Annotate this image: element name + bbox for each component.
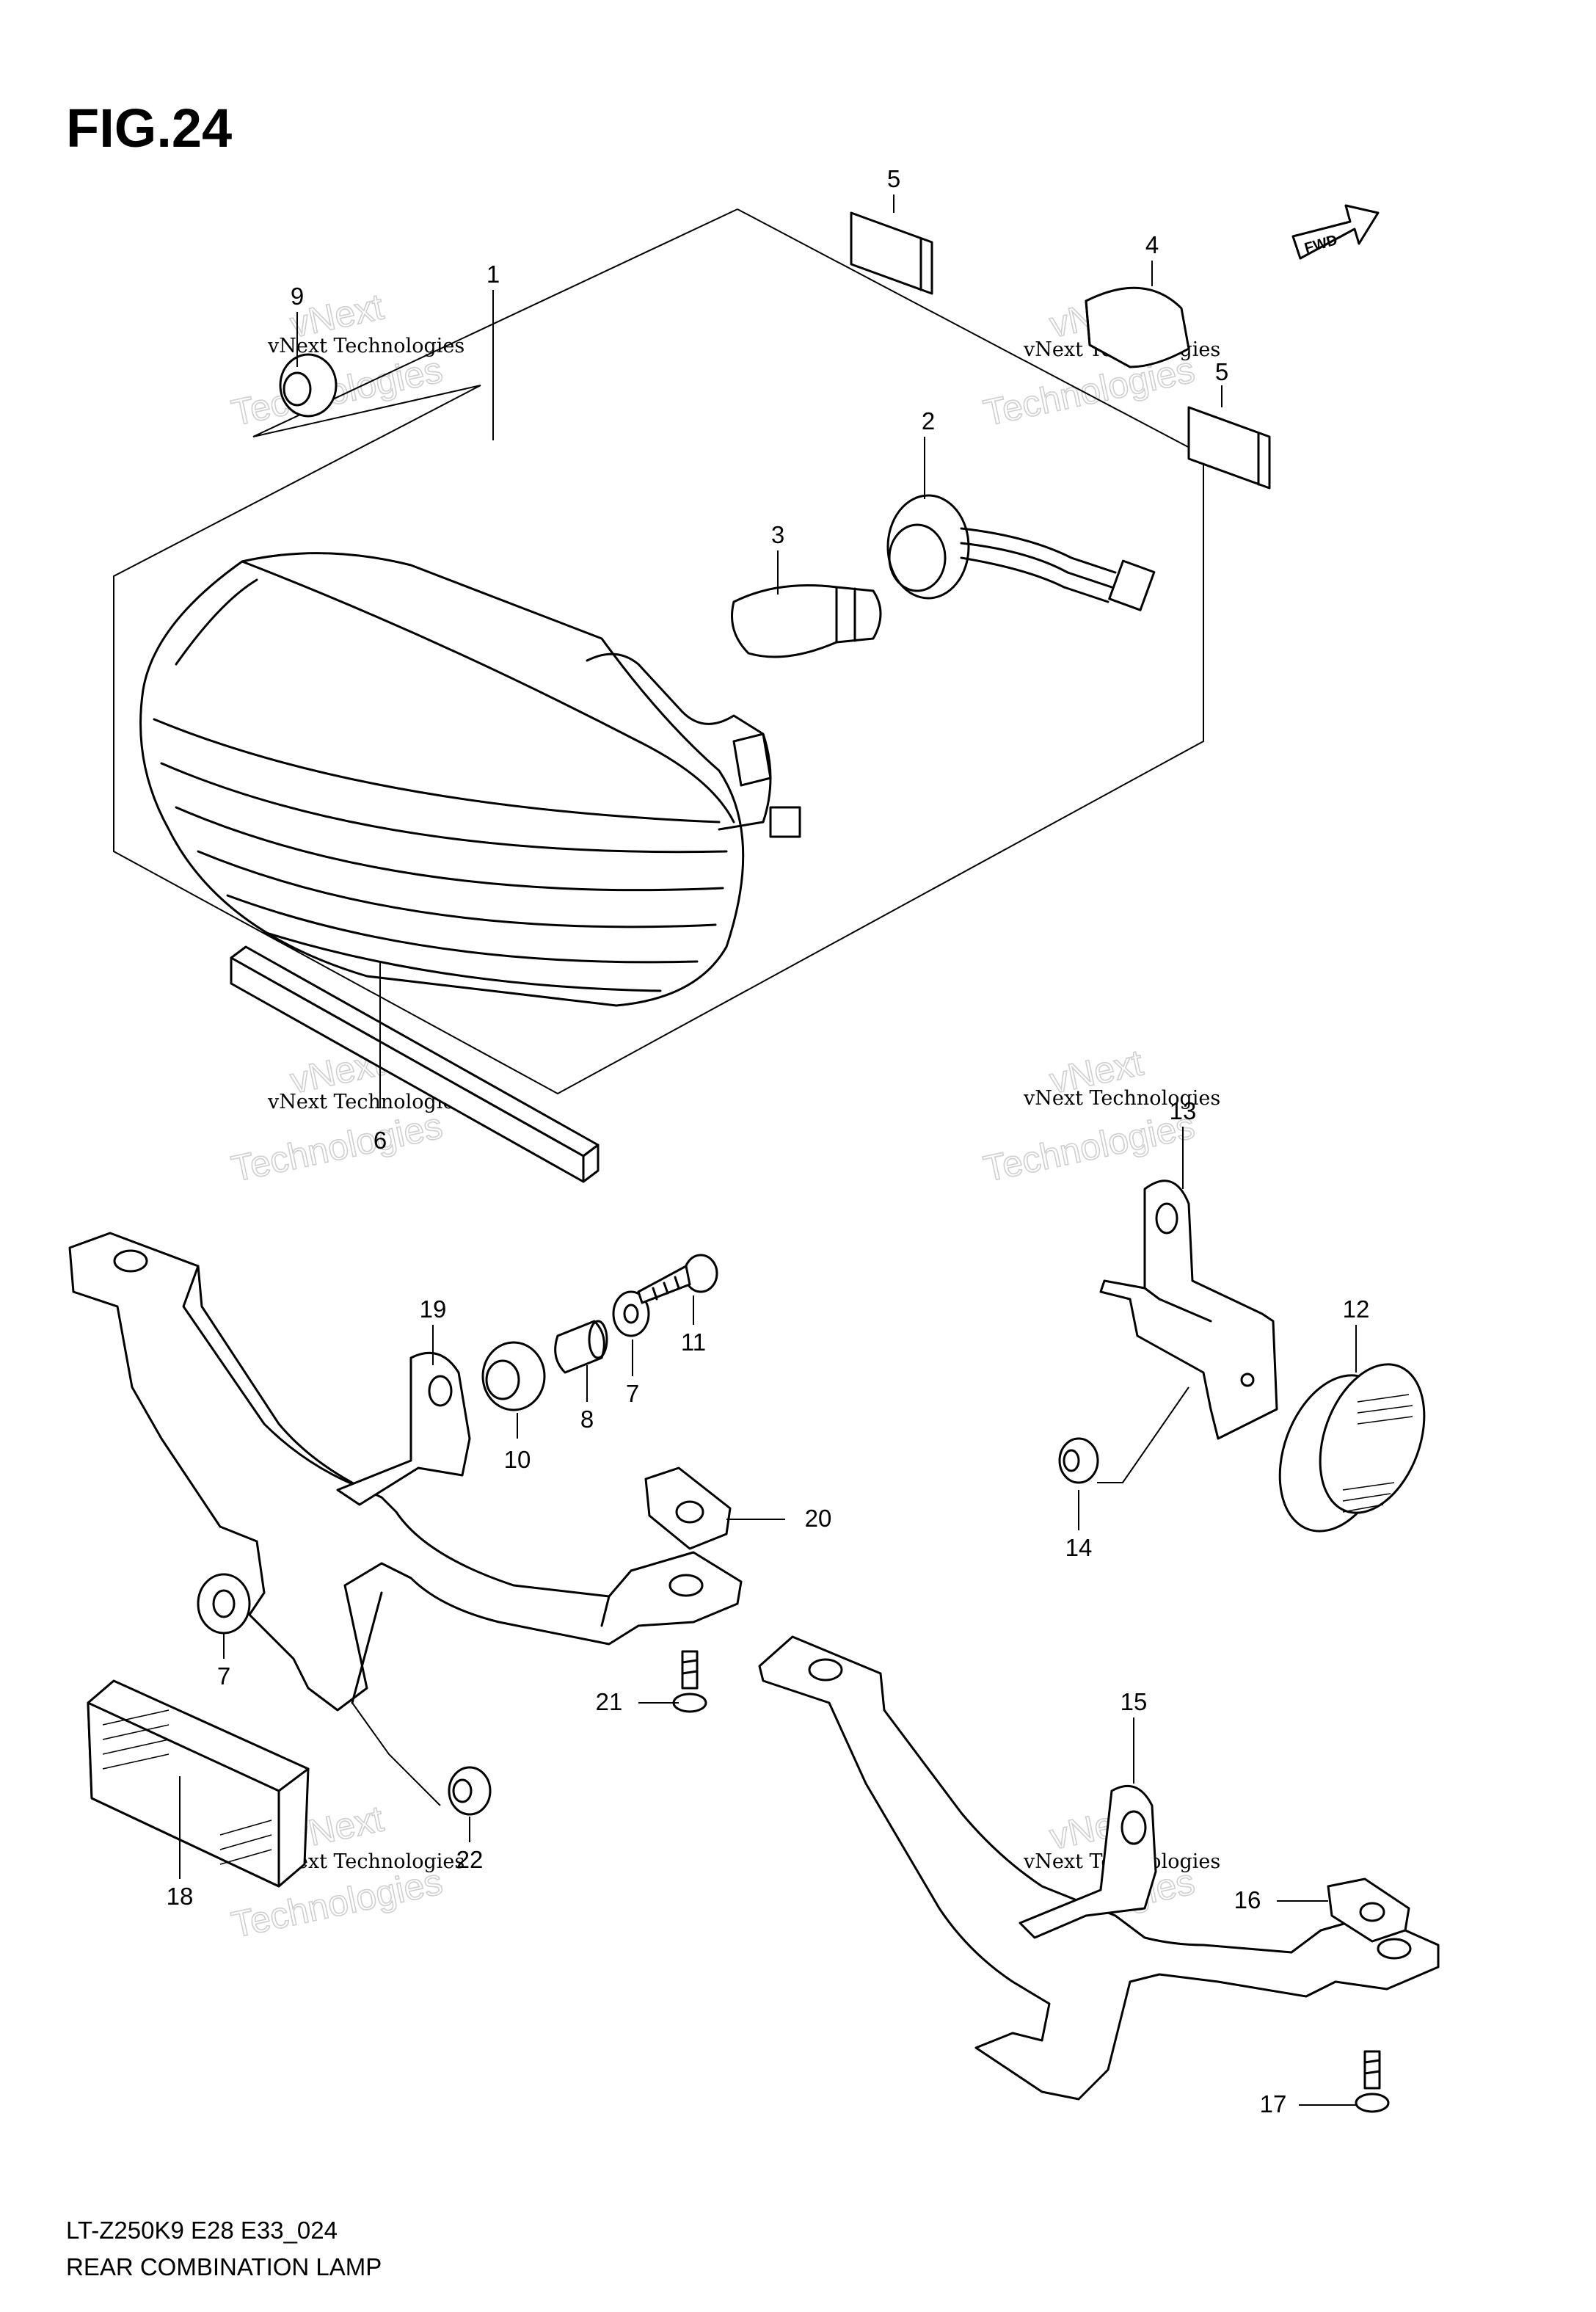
nut-22 — [448, 1766, 492, 1816]
callout-10: 10 — [504, 1446, 531, 1473]
callout-9: 9 — [291, 283, 304, 310]
callout-21: 21 — [596, 1688, 623, 1715]
callout-20: 20 — [805, 1505, 832, 1532]
bulb-socket — [886, 494, 1156, 611]
callout-labels: 1 2 3 4 5 5 6 7 7 8 9 10 11 12 13 14 15 … — [167, 165, 1370, 2117]
watermark-text: Technologies — [980, 1105, 1198, 1189]
callout-7-upper: 7 — [626, 1380, 639, 1407]
grommet-9 — [279, 353, 338, 418]
screw-17 — [1355, 2050, 1390, 2113]
washer-7-left — [197, 1573, 251, 1635]
callout-11: 11 — [681, 1328, 706, 1356]
pad-5-right — [1187, 406, 1271, 490]
screw-21 — [672, 1650, 707, 1713]
callout-13: 13 — [1170, 1097, 1197, 1124]
nut-14 — [1058, 1437, 1099, 1484]
callout-5-top: 5 — [887, 165, 900, 192]
callout-3: 3 — [771, 521, 784, 548]
watermark-text: vNext Technologies — [267, 335, 464, 357]
figure-title: FIG.24 — [66, 98, 232, 159]
fwd-arrow-icon: FWD — [1291, 204, 1380, 260]
callout-16: 16 — [1234, 1886, 1261, 1913]
callout-22: 22 — [456, 1846, 484, 1873]
watermark-text: vNext Technologies — [1023, 1087, 1220, 1110]
nut-clip-16 — [1327, 1877, 1410, 1943]
assembly-frame — [113, 208, 1204, 1095]
grommet-10 — [481, 1341, 546, 1411]
cushion-4 — [1085, 286, 1190, 368]
callout-8: 8 — [580, 1406, 594, 1433]
seal-strip-6 — [230, 945, 600, 1183]
right-lower-bracket — [758, 1635, 1440, 2101]
figure-caption: REAR COMBINATION LAMP — [66, 2253, 382, 2280]
callout-15: 15 — [1121, 1688, 1148, 1715]
collar-8 — [554, 1320, 608, 1374]
screw-11 — [637, 1254, 718, 1304]
bulb — [731, 584, 882, 658]
callout-5-right: 5 — [1215, 358, 1228, 385]
callout-19: 19 — [420, 1295, 447, 1323]
callout-7-left: 7 — [217, 1662, 230, 1690]
pad-5-top — [850, 211, 933, 295]
callout-14: 14 — [1065, 1534, 1093, 1561]
leader-lines — [179, 195, 1357, 2106]
tail-lamp-housing — [139, 552, 801, 1007]
callout-4: 4 — [1145, 231, 1159, 258]
main-bracket — [68, 1232, 743, 1712]
washer-7-upper — [612, 1290, 650, 1337]
bracket-13 — [1099, 1179, 1278, 1440]
model-code: LT-Z250K9 E28 E33_024 — [66, 2217, 338, 2244]
round-reflector-12 — [1278, 1363, 1426, 1533]
callout-17: 17 — [1260, 2090, 1287, 2117]
callout-6: 6 — [374, 1127, 387, 1154]
callout-2: 2 — [922, 407, 935, 435]
callout-18: 18 — [167, 1883, 194, 1910]
callout-1: 1 — [487, 261, 500, 288]
nut-clip-20 — [644, 1466, 732, 1550]
watermark-text: Technologies — [228, 1105, 446, 1189]
left-reflector-18 — [87, 1679, 310, 1888]
callout-12: 12 — [1343, 1295, 1370, 1323]
watermark-text: Technologies — [980, 349, 1198, 433]
